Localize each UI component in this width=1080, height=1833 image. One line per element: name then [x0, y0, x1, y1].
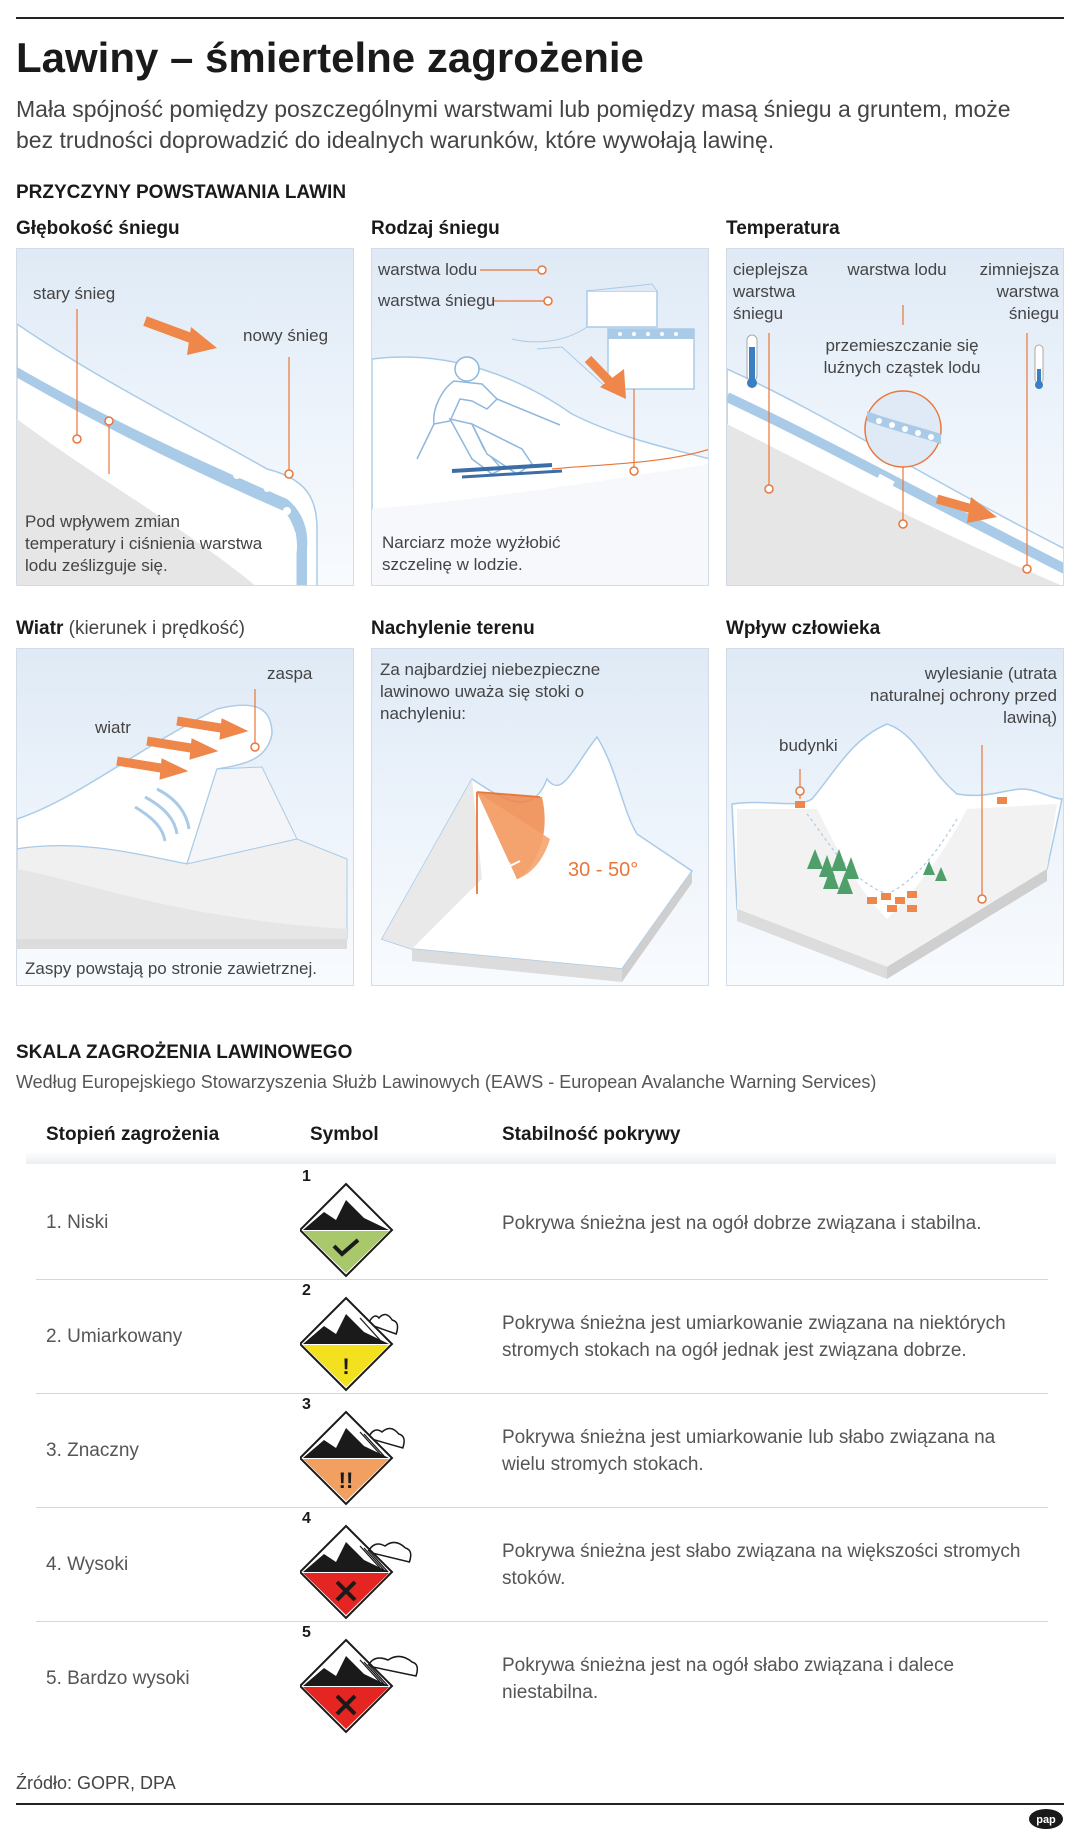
- causes-heading: PRZYCZYNY POWSTAWANIA LAWIN: [16, 182, 347, 203]
- bottom-rule: [16, 1803, 1064, 1805]
- stability-description: Pokrywa śnieżna jest na ogół dobrze zwią…: [502, 1213, 982, 1234]
- col-symbol: Symbol: [310, 1124, 379, 1145]
- row-divider: [36, 1621, 1048, 1622]
- stability-description: Pokrywa śnieżna jest umiarkowanie związa…: [502, 1313, 1006, 1361]
- page-title: Lawiny – śmiertelne zagrożenie: [16, 34, 644, 81]
- label-ice-layer: warstwa lodu: [378, 260, 478, 279]
- row-divider: [36, 1507, 1048, 1508]
- label-snow-layer: warstwa śniegu: [378, 291, 496, 310]
- caption-type: Narciarz może wyżłobić szczelinę w lodzi…: [382, 533, 561, 574]
- danger-level-number: 2: [302, 1282, 311, 1299]
- label-colder-layer: zimniejsza warstwa śniegu: [979, 260, 1059, 323]
- wind-illustration: [17, 689, 348, 949]
- lead-text: Mała spójność pomiędzy poszczególnymi wa…: [16, 96, 1011, 153]
- svg-text:pap: pap: [1036, 1814, 1056, 1826]
- stability-description: Pokrywa śnieżna jest na ogół słabo związ…: [502, 1655, 955, 1703]
- snow-type-illustration: [372, 265, 708, 585]
- label-slope-angle: 30 - 50°: [568, 859, 639, 881]
- label-drift: zaspa: [267, 664, 313, 683]
- danger-symbol-icon: [300, 1182, 394, 1278]
- label-warmer-layer: cieplejsza warstwa śniegu: [733, 260, 808, 323]
- snow-depth-illustration: [17, 309, 318, 585]
- label-ice-layer-temp: warstwa lodu: [847, 260, 947, 279]
- danger-level-number: 1: [302, 1168, 311, 1185]
- label-new-snow: nowy śnieg: [243, 326, 329, 345]
- panel-human-title: Wpływ człowieka: [726, 618, 881, 639]
- danger-level-label: 4. Wysoki: [46, 1554, 129, 1575]
- col-level: Stopień zagrożenia: [46, 1124, 220, 1145]
- panel-snow-depth: stary śnieg nowy śnieg Pod wpływem zmian…: [16, 248, 354, 586]
- col-stability: Stabilność pokrywy: [502, 1124, 681, 1145]
- source-note: Źródło: GOPR, DPA: [16, 1773, 176, 1793]
- danger-level-label: 5. Bardzo wysoki: [46, 1668, 190, 1689]
- stability-description: Pokrywa śnieżna jest słabo związana na w…: [502, 1541, 1021, 1589]
- danger-level-number: 3: [302, 1396, 311, 1413]
- panel-human-impact: wylesianie (utrata naturalnej ochrony pr…: [726, 648, 1064, 986]
- label-old-snow: stary śnieg: [33, 284, 116, 303]
- panel-slope: Za najbardziej niebezpieczne lawinowo uw…: [371, 648, 709, 986]
- danger-level-label: 1. Niski: [46, 1212, 109, 1233]
- panel-wind: zaspa wiatr Zaspy powstają po stronie za…: [16, 648, 354, 986]
- caption-depth: Pod wpływem zmian temperatury i ciśnieni…: [25, 512, 263, 575]
- danger-level-number: 4: [302, 1510, 311, 1527]
- caption-wind: Zaspy powstają po stronie zawietrznej.: [25, 959, 317, 978]
- temperature-illustration: [727, 305, 1063, 585]
- danger-symbol-icon: !: [300, 1296, 399, 1392]
- danger-level-number: 5: [302, 1624, 311, 1641]
- danger-symbol-icon: [300, 1638, 419, 1734]
- panel-temperature: cieplejsza warstwa śniegu warstwa lodu z…: [726, 248, 1064, 586]
- caption-slope: Za najbardziej niebezpieczne lawinowo uw…: [380, 660, 601, 723]
- svg-text:!!: !!: [339, 1468, 354, 1493]
- panel-depth-title: Głębokość śniegu: [16, 218, 180, 239]
- panel-slope-title: Nachylenie terenu: [371, 618, 535, 639]
- scale-heading: SKALA ZAGROŻENIA LAWINOWEGO: [16, 1042, 353, 1063]
- top-rule: [16, 17, 1064, 19]
- row-divider: [36, 1393, 1048, 1394]
- scale-subtitle: Według Europejskiego Stowarzyszenia Służ…: [16, 1072, 877, 1092]
- scale-row: 3. Znaczny 3!! Pokrywa śnieżna jest umiark…: [36, 1394, 1048, 1508]
- label-buildings: budynki: [779, 736, 838, 755]
- danger-symbol-icon: !!: [300, 1410, 405, 1506]
- human-impact-illustration: [731, 723, 1063, 979]
- scale-table-header: [26, 1120, 1056, 1164]
- panel-snow-type: warstwa lodu warstwa śniegu Narciarz moż…: [371, 248, 709, 586]
- stability-description: Pokrywa śnieżna jest umiarkowanie lub sł…: [502, 1427, 996, 1475]
- panel-wind-title: Wiatr (kierunek i prędkość): [16, 618, 245, 639]
- danger-symbol-icon: [300, 1524, 412, 1620]
- row-divider: [36, 1279, 1048, 1280]
- svg-text:!: !: [342, 1354, 349, 1379]
- label-deforestation: wylesianie (utrata naturalnej ochrony pr…: [869, 664, 1057, 727]
- panel-type-title: Rodzaj śniegu: [371, 218, 500, 239]
- danger-level-label: 2. Umiarkowany: [46, 1326, 183, 1347]
- scale-row: 2. Umiarkowany 2! Pokrywa śnieżna jest umi…: [36, 1280, 1048, 1394]
- label-wind: wiatr: [95, 718, 131, 737]
- slope-illustration: [380, 735, 694, 982]
- danger-level-label: 3. Znaczny: [46, 1440, 139, 1461]
- label-movement: przemieszczanie się luźnych cząstek lodu: [823, 336, 981, 377]
- panel-temp-title: Temperatura: [726, 218, 840, 239]
- pap-logo: pap: [1029, 1809, 1063, 1829]
